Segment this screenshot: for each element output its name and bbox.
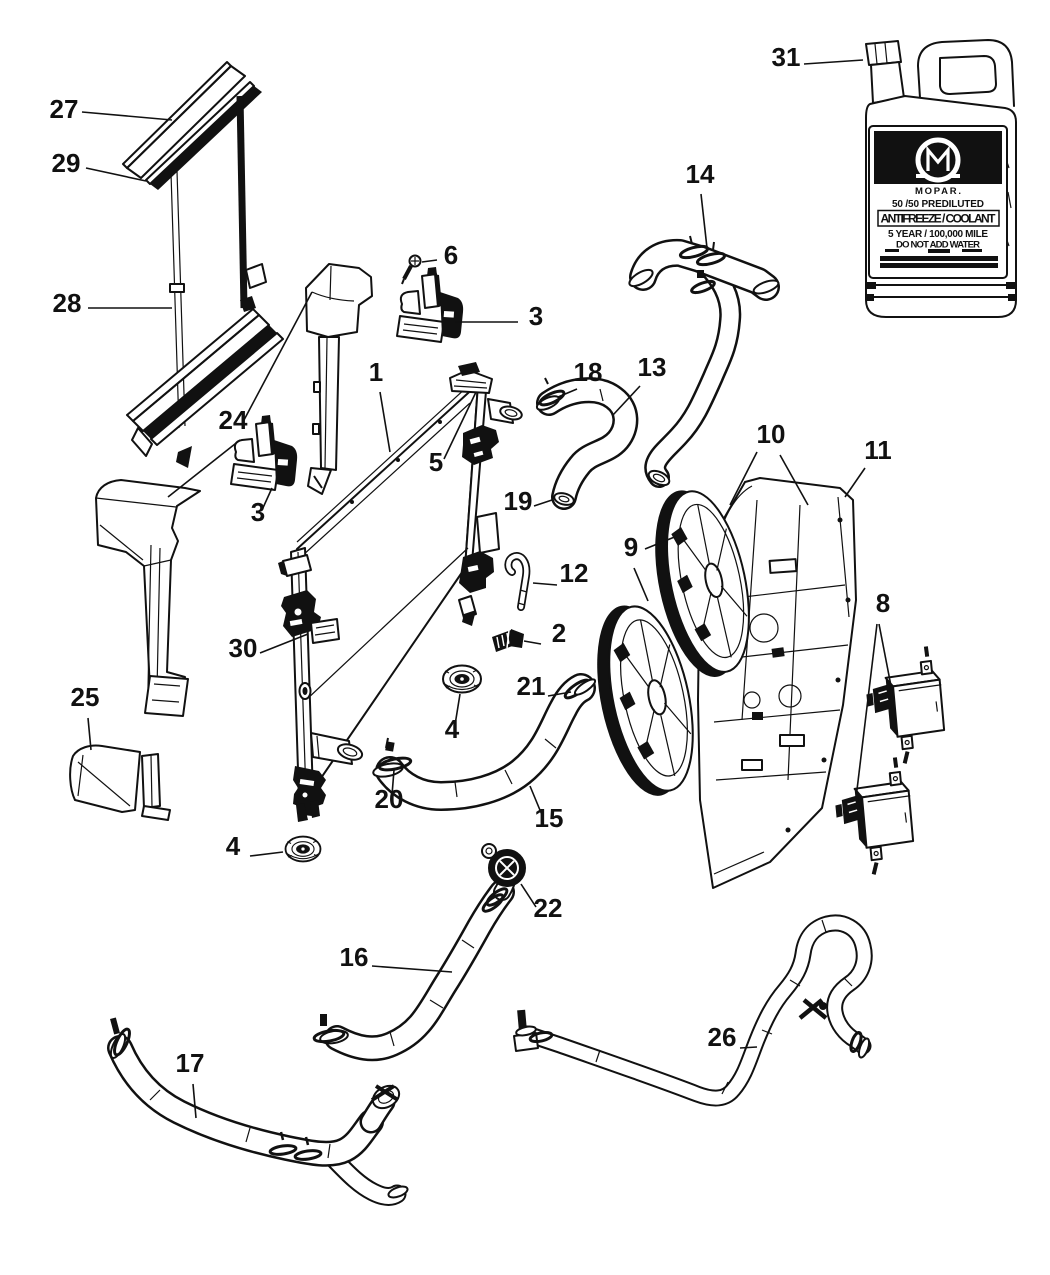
overflow-hose [508,556,527,607]
svg-text:19: 19 [504,486,533,516]
callout-13[interactable]: 13 [612,352,667,416]
callout-15[interactable]: 15 [529,785,564,833]
coolant-jug: MOPAR. 50 /50 PREDILUTED ANTIFREEZE / CO… [865,39,1017,318]
svg-text:21: 21 [517,671,546,701]
svg-text:20: 20 [375,784,404,814]
svg-text:30: 30 [229,633,258,663]
grommet-lower [284,835,322,863]
jug-warranty-text: 5 YEAR / 100,000 MILE [888,229,988,240]
svg-text:1: 1 [369,357,383,387]
heater-hose-assembly [108,1017,409,1199]
callout-24[interactable]: 24 [167,291,313,498]
svg-text:18: 18 [574,357,603,387]
svg-text:6: 6 [444,240,458,270]
svg-text:31: 31 [772,42,801,72]
bolt [492,629,524,652]
lower-radiator-hose [372,677,597,797]
callout-14[interactable]: 14 [686,159,715,249]
callout-16[interactable]: 16 [340,942,453,973]
filler-neck-cap [481,843,526,887]
callout-25[interactable]: 25 [71,682,100,751]
svg-text:16: 16 [340,942,369,972]
upper-radiator-hose [628,235,780,488]
callout-8[interactable]: 8 [855,588,892,799]
callout-10[interactable]: 10 [729,419,809,506]
svg-text:4: 4 [226,831,241,861]
jug-wordmark: MOPAR. [915,186,961,197]
callout-9[interactable]: 9 [624,532,678,602]
svg-text:25: 25 [71,682,100,712]
air-deflector [69,744,171,821]
callouts-layer: 27 29 28 24 3 3 6 1 [50,42,892,1119]
svg-text:3: 3 [529,301,543,331]
mopar-logo-icon [915,137,961,183]
air-baffle-left [95,479,201,717]
callout-1[interactable]: 1 [369,357,391,453]
svg-text:22: 22 [534,893,563,923]
callout-18[interactable]: 18 [557,357,603,398]
radiator [278,362,523,822]
jug-prediluted-text: 50 /50 PREDILUTED [892,199,984,210]
svg-text:10: 10 [757,419,786,449]
callout-4-lower[interactable]: 4 [226,831,284,861]
svg-text:5: 5 [429,447,443,477]
callout-17[interactable]: 17 [176,1048,205,1119]
callout-5[interactable]: 5 [429,391,477,477]
callout-4-upper[interactable]: 4 [445,693,461,744]
callout-29[interactable]: 29 [52,148,147,182]
callout-11[interactable]: 11 [844,435,892,498]
svg-text:11: 11 [864,435,892,465]
callout-6[interactable]: 6 [421,240,458,270]
callout-22[interactable]: 22 [520,883,563,923]
svg-text:2: 2 [552,618,566,648]
callout-21[interactable]: 21 [517,671,572,701]
radiator-seal-assembly [122,61,284,468]
svg-text:29: 29 [52,148,81,178]
callout-31[interactable]: 31 [772,42,864,72]
callout-26[interactable]: 26 [708,1022,758,1052]
mounting-bracket-right [396,266,465,343]
svg-text:26: 26 [708,1022,737,1052]
svg-text:3: 3 [251,497,265,527]
filler-hose [312,869,509,1048]
callout-19[interactable]: 19 [504,486,553,516]
callout-3-left[interactable]: 3 [251,487,273,527]
screw [401,254,422,285]
svg-text:17: 17 [176,1048,205,1078]
svg-text:24: 24 [219,405,248,435]
callout-3-right[interactable]: 3 [455,301,543,331]
fan-relay-upper [859,640,952,768]
callout-28[interactable]: 28 [53,288,172,318]
callout-12[interactable]: 12 [532,558,589,588]
svg-text:13: 13 [638,352,667,382]
callout-30[interactable]: 30 [229,633,309,663]
jug-warning-text: DO NOT ADD WATER [896,240,980,251]
svg-text:14: 14 [686,159,715,189]
svg-text:27: 27 [50,94,79,124]
coolant-recovery-hose [513,920,871,1098]
svg-text:4: 4 [445,714,460,744]
svg-text:8: 8 [876,588,890,618]
fan-relay-lower [828,751,921,879]
jug-product-text: ANTIFREEZE / COOLANT [881,212,997,226]
svg-text:28: 28 [53,288,82,318]
air-baffle-center [305,263,373,495]
callout-20[interactable]: 20 [375,769,404,814]
callout-2[interactable]: 2 [523,618,566,648]
upper-hose-elbow [535,378,625,507]
svg-text:15: 15 [535,803,564,833]
grommet-upper [442,664,482,694]
callout-27[interactable]: 27 [50,94,173,124]
svg-text:12: 12 [560,558,589,588]
svg-text:9: 9 [624,532,638,562]
